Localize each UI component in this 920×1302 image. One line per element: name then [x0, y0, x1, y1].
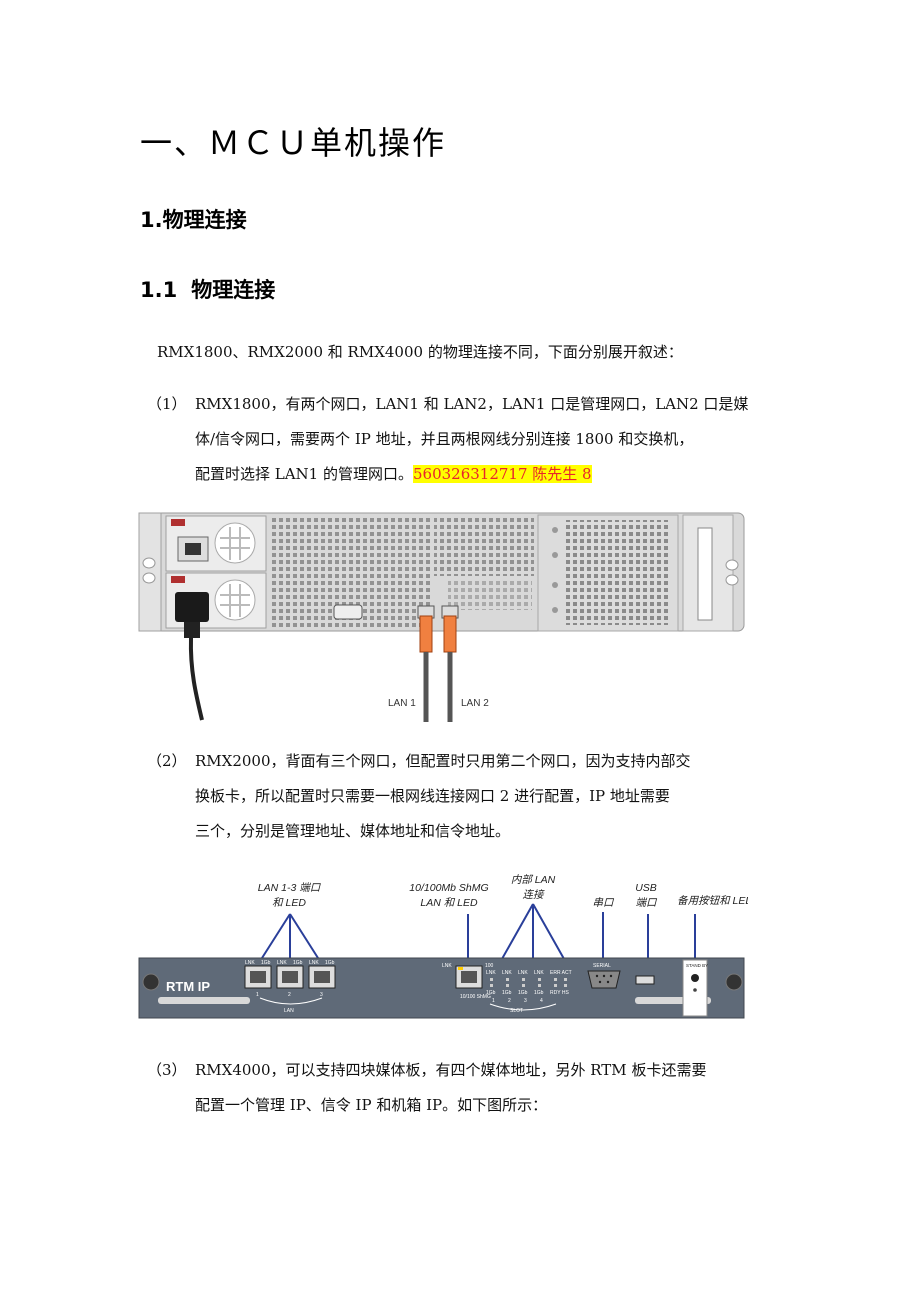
callout-internal-lan-1: 内部 LAN	[511, 874, 556, 886]
slot-gb-4: 1Gb	[534, 990, 544, 996]
slot-lnk-4: LNK	[534, 970, 544, 976]
shmg-label: 10/100 ShMG	[460, 994, 491, 1000]
item-1-number: （1）	[147, 395, 187, 413]
item-2-number: （2）	[147, 752, 187, 770]
item-2-line-2: 换板卡，所以配置时只需要一根网线连接网口 2 进行配置，IP 地址需要	[195, 787, 670, 805]
slot-gb-3: 1Gb	[518, 990, 528, 996]
slot-num-1: 1	[492, 998, 495, 1004]
callout-usb-2: 端口	[636, 897, 658, 909]
slot-num-3: 3	[524, 998, 527, 1004]
callout-internal-lan-2: 连接	[523, 889, 545, 901]
lnk-label-3: LNK	[309, 960, 319, 966]
item-2-line-3: 三个，分别是管理地址、媒体地址和信令地址。	[195, 822, 511, 840]
slot-gb-2: 1Gb	[502, 990, 512, 996]
item-1-line-3: 配置时选择 LAN1 的管理网口。560326312717 陈先生 8	[195, 463, 592, 484]
callout-shmg-1: 10/100Mb ShMG	[409, 882, 488, 894]
heading-1: 一、ＭＣＵ单机操作	[140, 124, 447, 162]
callout-usb-1: USB	[635, 882, 657, 894]
heading-3-text: 物理连接	[191, 278, 276, 302]
standby-button	[691, 974, 699, 982]
rdy-hs-label: RDY HS	[550, 990, 569, 996]
err-act-label: ERR ACT	[550, 970, 572, 976]
panel-name: RTM IP	[166, 979, 210, 994]
power-supply-upper	[165, 515, 267, 572]
shmg-lnk-label: LNK	[442, 963, 452, 969]
callout-serial: 串口	[593, 897, 615, 909]
slot-num-2: 2	[508, 998, 511, 1004]
shmg-port	[455, 965, 483, 989]
gb-label-1: 1Gb	[261, 960, 271, 966]
slot-lnk-2: LNK	[502, 970, 512, 976]
item-2-line-1: RMX2000，背面有三个网口，但配置时只用第二个网口，因为支持内部交	[195, 752, 691, 770]
slot-gb-1: 1Gb	[486, 990, 496, 996]
lan1-cable	[417, 605, 435, 722]
slot-num-4: 4	[540, 998, 543, 1004]
item-1-line-3-text: 配置时选择 LAN1 的管理网口。	[195, 465, 413, 483]
highlighted-note: 560326312717 陈先生 8	[413, 465, 592, 483]
standby-led	[693, 988, 697, 992]
slot-leds	[490, 978, 567, 987]
port-num-1: 1	[256, 992, 259, 998]
slot-group-label: SLOT	[510, 1008, 523, 1014]
heading-3: 1.1 物理连接	[140, 274, 275, 304]
intro-paragraph: RMX1800、RMX2000 和 RMX4000 的物理连接不同，下面分别展开…	[157, 343, 683, 361]
lan1-label: LAN 1	[388, 698, 416, 709]
serial-port	[587, 970, 621, 989]
heading-3-number: 1.1	[140, 278, 178, 302]
item-3-line-2: 配置一个管理 IP、信令 IP 和机箱 IP。如下图所示：	[195, 1096, 548, 1114]
usb-port	[635, 975, 655, 985]
gb-label-2: 1Gb	[293, 960, 303, 966]
rtm-ip-panel-figure: LAN 1-3 端口 和 LED 10/100Mb ShMG LAN 和 LED…	[138, 874, 748, 1019]
port-num-3: 3	[320, 992, 323, 998]
standby-button-area	[682, 959, 708, 1017]
power-cord	[175, 592, 209, 721]
port-num-2: 2	[288, 992, 291, 998]
slot-lnk-1: LNK	[486, 970, 496, 976]
lnk-label-2: LNK	[277, 960, 287, 966]
callout-lan-ports-1: LAN 1-3 端口	[258, 882, 322, 894]
lan-ports-1-3	[244, 965, 336, 989]
item-3-number: （3）	[147, 1061, 187, 1079]
gb-label-3: 1Gb	[325, 960, 335, 966]
lnk-label-1: LNK	[245, 960, 255, 966]
lan-group-label: LAN	[284, 1008, 294, 1014]
slot-lnk-3: LNK	[518, 970, 528, 976]
item-3-line-1: RMX4000，可以支持四块媒体板，有四个媒体地址，另外 RTM 板卡还需要	[195, 1061, 707, 1079]
rmx1800-rear-panel-figure: LAN 1 LAN 2	[138, 512, 745, 722]
callout-standby: 备用按钮和 LED	[677, 895, 748, 907]
rtm-panel-body	[138, 957, 745, 1019]
callout-shmg-2: LAN 和 LED	[420, 897, 478, 909]
lan2-label: LAN 2	[461, 698, 489, 709]
item-1-line-2: 体/信令网口，需要两个 IP 地址，并且两根网线分别连接 1800 和交换机，	[195, 430, 694, 448]
heading-2: 1.物理连接	[140, 208, 247, 232]
callout-lan-ports-2: 和 LED	[272, 897, 306, 909]
serial-label: SERIAL	[593, 963, 611, 969]
standby-label: STAND BY	[686, 963, 708, 968]
item-1-line-1: RMX1800，有两个网口，LAN1 和 LAN2，LAN1 口是管理网口，LA…	[195, 395, 749, 413]
lan2-cable	[441, 605, 459, 722]
shmg-100-label: 100	[485, 963, 494, 969]
